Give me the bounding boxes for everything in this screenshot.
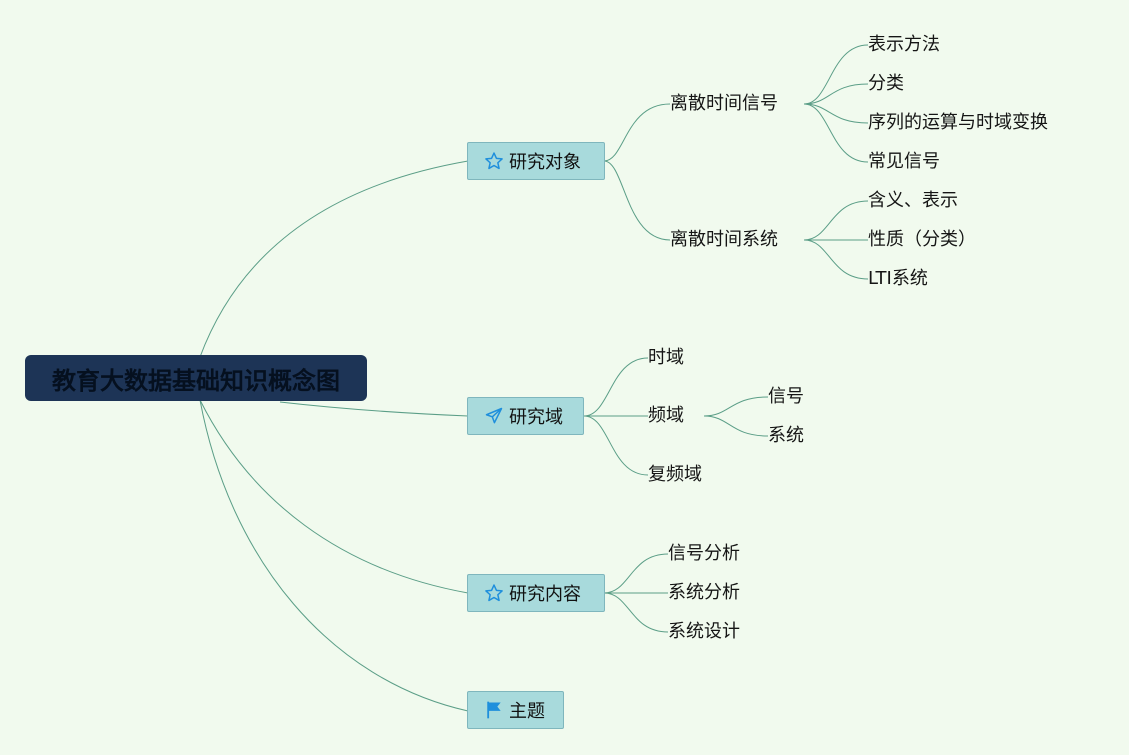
link-content-3 [603,592,669,633]
node-freq-system[interactable]: 系统 [768,425,804,446]
flag-icon [484,700,504,720]
node-sequence-operations[interactable]: 序列的运算与时域变换 [868,112,1048,133]
link-object-signal [603,103,671,162]
star-icon [484,583,504,603]
node-signal-classification[interactable]: 分类 [868,73,904,94]
link-signal-3 [803,103,869,124]
link-root-research-object [199,160,469,358]
root-node[interactable]: 教育大数据基础知识概念图 [25,355,367,401]
link-root-research-domain [279,401,469,417]
node-lti-system[interactable]: LTI系统 [868,268,928,289]
node-system-design[interactable]: 系统设计 [668,621,740,642]
link-system-1 [803,200,869,241]
link-signal-4 [803,103,869,163]
node-freq-signal[interactable]: 信号 [768,386,804,407]
branch-label: 研究内容 [509,584,581,605]
node-system-meaning[interactable]: 含义、表示 [868,190,958,211]
branch-research-content[interactable]: 研究内容 [467,574,605,612]
node-signal-representation[interactable]: 表示方法 [868,34,940,55]
link-freq-system [703,415,769,437]
node-frequency-domain[interactable]: 频域 [648,405,684,426]
node-system-analysis[interactable]: 系统分析 [668,582,740,603]
paper-plane-icon [484,406,504,426]
link-signal-2 [803,83,869,105]
node-discrete-system[interactable]: 离散时间系统 [670,229,778,250]
branch-research-domain[interactable]: 研究域 [467,397,584,435]
node-signal-analysis[interactable]: 信号分析 [668,543,740,564]
node-system-properties[interactable]: 性质（分类） [868,229,976,250]
link-root-topic [199,399,469,712]
node-common-signals[interactable]: 常见信号 [868,151,940,172]
branch-research-object[interactable]: 研究对象 [467,142,605,180]
link-signal-1 [803,44,869,105]
star-icon [484,151,504,171]
link-object-system [603,160,671,241]
link-domain-time [583,357,649,417]
branch-topic[interactable]: 主题 [467,691,564,729]
branch-label: 主题 [509,701,545,722]
link-freq-signal [703,396,769,417]
branch-label: 研究对象 [509,152,581,173]
link-domain-complex [583,415,649,476]
node-discrete-signal[interactable]: 离散时间信号 [670,93,778,114]
link-content-1 [603,553,669,594]
link-system-3 [803,239,869,280]
link-root-research-content [199,399,469,594]
branch-label: 研究域 [509,407,563,428]
node-time-domain[interactable]: 时域 [648,347,684,368]
node-complex-frequency-domain[interactable]: 复频域 [648,464,702,485]
root-label: 教育大数据基础知识概念图 [52,366,340,395]
